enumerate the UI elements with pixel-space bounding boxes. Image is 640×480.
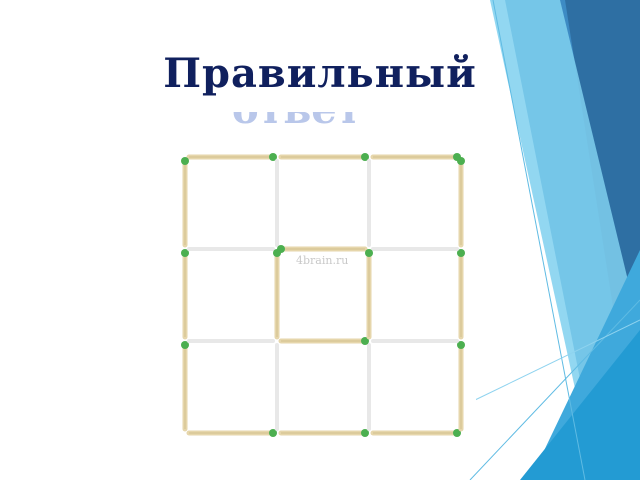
match-head <box>269 153 277 161</box>
matchstick-grid <box>181 153 465 437</box>
match-right-2 <box>457 341 465 432</box>
match-center-left <box>273 249 281 340</box>
decor-line-2 <box>469 299 640 480</box>
match-head <box>457 249 465 257</box>
match-left-2 <box>181 341 189 432</box>
match-head <box>269 429 277 437</box>
match-head <box>361 337 369 345</box>
match-right-1 <box>457 249 465 340</box>
match-head <box>457 341 465 349</box>
match-head <box>361 153 369 161</box>
match-head <box>361 429 369 437</box>
match-center-top <box>277 245 368 253</box>
match-left-0 <box>181 157 189 248</box>
decor-line-1 <box>492 0 586 480</box>
match-right-0 <box>457 157 465 248</box>
decor-triangle-bottom-front <box>520 330 640 480</box>
match-head <box>453 429 461 437</box>
match-head <box>181 249 189 257</box>
match-center-right <box>365 249 373 340</box>
match-head <box>273 249 281 257</box>
slide-title: Правильный <box>163 50 477 97</box>
match-bottom-1 <box>278 429 369 437</box>
decor-line-3 <box>474 319 640 401</box>
match-top-0 <box>186 153 277 161</box>
match-head <box>181 341 189 349</box>
watermark: 4brain.ru <box>296 254 349 267</box>
matchstick-puzzle <box>160 125 476 447</box>
match-head <box>453 153 461 161</box>
match-head <box>181 157 189 165</box>
match-bottom-0 <box>186 429 277 437</box>
match-top-1 <box>278 153 369 161</box>
match-bottom-2 <box>370 429 461 437</box>
match-top-2 <box>370 153 461 161</box>
match-center-bottom <box>278 337 369 345</box>
match-left-1 <box>181 249 189 340</box>
match-head <box>365 249 373 257</box>
